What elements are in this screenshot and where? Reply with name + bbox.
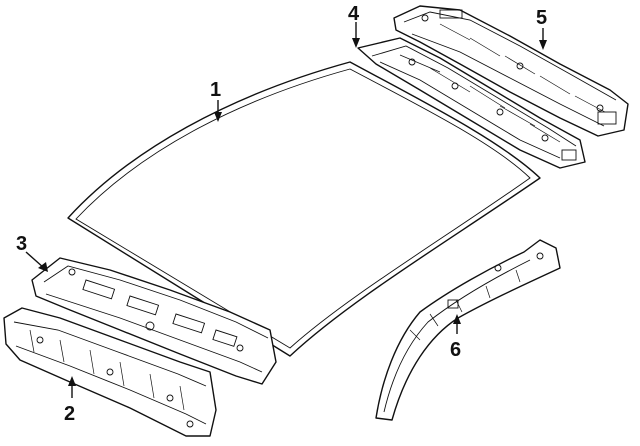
callout-leaders (25, 22, 547, 398)
callout-6: 6 (450, 339, 461, 361)
callout-3: 3 (16, 233, 27, 255)
callout-4: 4 (348, 3, 360, 25)
callout-1: 1 (210, 79, 221, 101)
rear-header-reinforcement (393, 5, 629, 137)
callout-5: 5 (536, 7, 547, 29)
roof-rail-reinforcement (375, 239, 561, 421)
front-header-panel (31, 257, 277, 385)
front-header-reinforcement (3, 307, 217, 437)
callout-2: 2 (64, 403, 75, 425)
rear-header-panel (357, 37, 586, 169)
